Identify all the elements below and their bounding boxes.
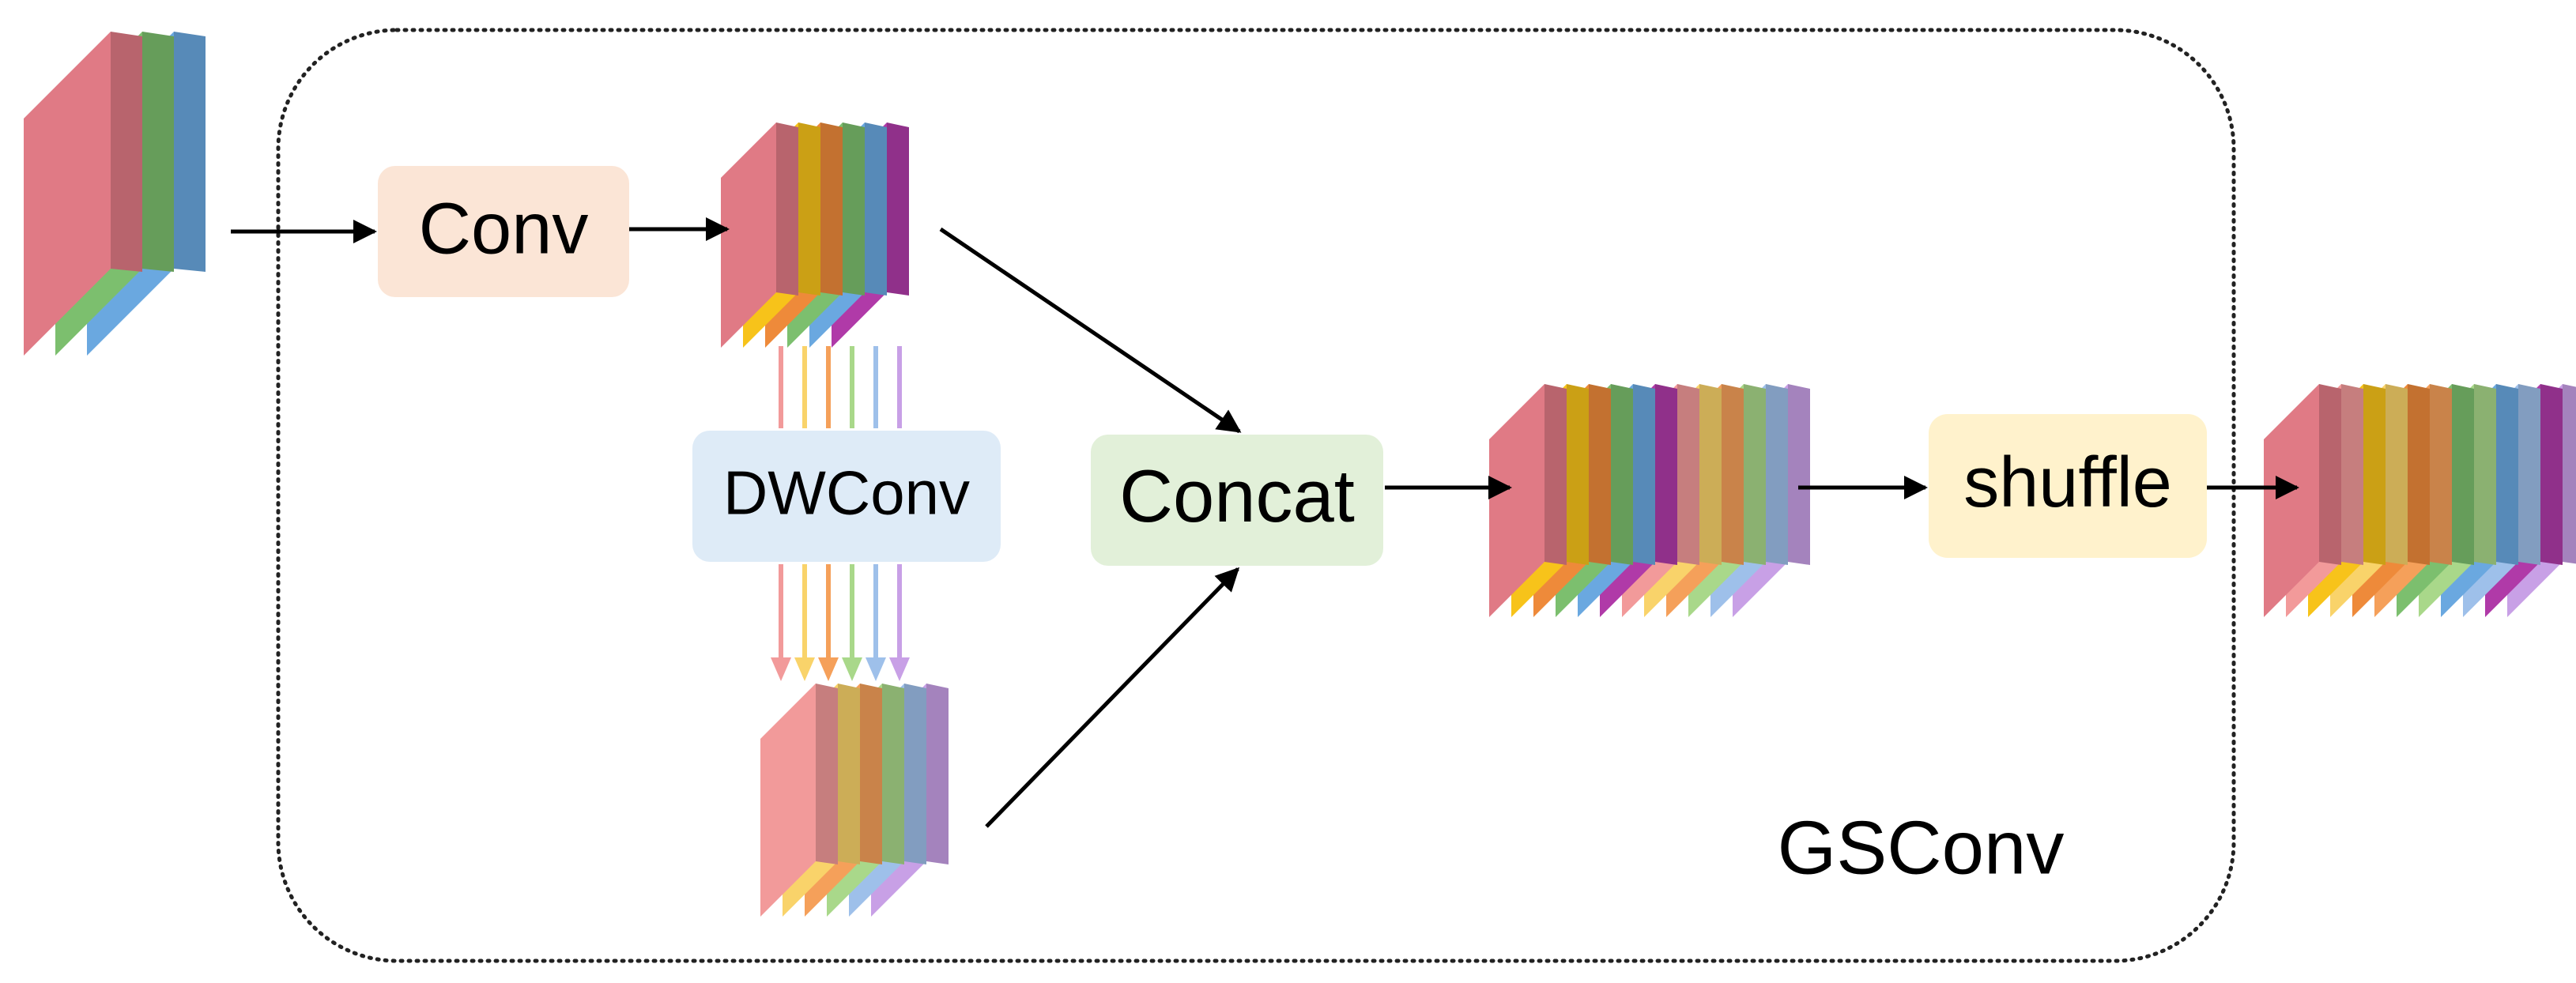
channel-slab-edge (1633, 384, 1655, 565)
channel-slab-edge (820, 122, 843, 296)
channel-slab-edge (2452, 384, 2474, 565)
channel-slab-edge (887, 122, 909, 296)
channel-slab-edge (843, 122, 865, 296)
channel-slab-edge (2474, 384, 2496, 565)
channel-slab-edge (860, 684, 882, 864)
dw-channel-arrowhead (771, 657, 791, 681)
channel-slab-edge (1655, 384, 1677, 565)
channel-slab-edge (174, 32, 206, 272)
channel-slab-edge (142, 32, 174, 272)
channel-slab-edge (1744, 384, 1766, 565)
dw-channel-arrowhead (866, 657, 886, 681)
dwconv-label: DWConv (723, 458, 970, 528)
channel-slab-edge (2319, 384, 2341, 565)
channel-slab-edge (1677, 384, 1699, 565)
dw-channel-arrowhead (794, 657, 815, 681)
concat-output-feature-map (1489, 384, 1810, 617)
channel-slab-edge (2540, 384, 2563, 565)
channel-slab-edge (798, 122, 820, 296)
channel-slab-edge (2563, 384, 2576, 564)
channel-slab-face (24, 32, 111, 356)
concat-box (1091, 435, 1383, 566)
channel-slab-edge (1544, 384, 1567, 565)
shuffle-box (1929, 414, 2207, 558)
channel-slab-face (2264, 384, 2319, 617)
dw-channel-arrowhead (842, 657, 862, 681)
concat-label: Concat (1119, 454, 1355, 537)
channel-slab-edge (816, 684, 838, 864)
channel-slab-edge (2408, 384, 2430, 565)
gsconv-module-label: GSConv (1778, 805, 2065, 890)
channel-slab-edge (1589, 384, 1611, 565)
channel-slab-edge (904, 684, 926, 864)
shuffle-output-feature-map (2264, 384, 2576, 617)
channel-slab-edge (926, 684, 949, 864)
channel-slab-face (760, 684, 816, 917)
input-feature-map (24, 32, 206, 356)
conv-label: Conv (419, 188, 589, 269)
conv-box (378, 166, 629, 297)
channel-slab-edge (865, 122, 887, 296)
gsconv-module-frame (276, 28, 2236, 963)
conv-output-feature-map (721, 122, 909, 348)
dwconv-box (692, 431, 1001, 562)
channel-slab-edge (2518, 384, 2540, 565)
channel-slab-edge (111, 32, 142, 272)
channel-slab-edge (1722, 384, 1744, 565)
channel-slab-edge (2363, 384, 2386, 565)
arrow-dwout-to-concat (985, 567, 1240, 828)
channel-slab-edge (1766, 384, 1788, 565)
channel-slab-edge (882, 684, 904, 864)
channel-slab-face (721, 122, 776, 348)
channel-slab-face (1489, 384, 1544, 617)
arrow-featuremap-to-concat (939, 227, 1242, 434)
channel-slab-edge (1611, 384, 1633, 565)
channel-slab-edge (2341, 384, 2363, 565)
channel-slab-edge (1788, 384, 1810, 565)
dw-channel-arrowhead (889, 657, 910, 681)
channel-slab-edge (2430, 384, 2452, 565)
dw-channel-arrowhead (818, 657, 839, 681)
dwconv-input-channel-lines (779, 346, 902, 428)
channel-slab-edge (838, 684, 860, 864)
shuffle-label: shuffle (1963, 443, 2172, 522)
channel-slab-edge (1567, 384, 1589, 565)
channel-slab-edge (2496, 384, 2518, 565)
dwconv-output-feature-map (760, 684, 949, 917)
channel-slab-edge (776, 122, 798, 296)
channel-slab-edge (2386, 384, 2408, 565)
channel-slab-edge (1699, 384, 1722, 565)
dwconv-output-channel-arrows (771, 564, 910, 681)
